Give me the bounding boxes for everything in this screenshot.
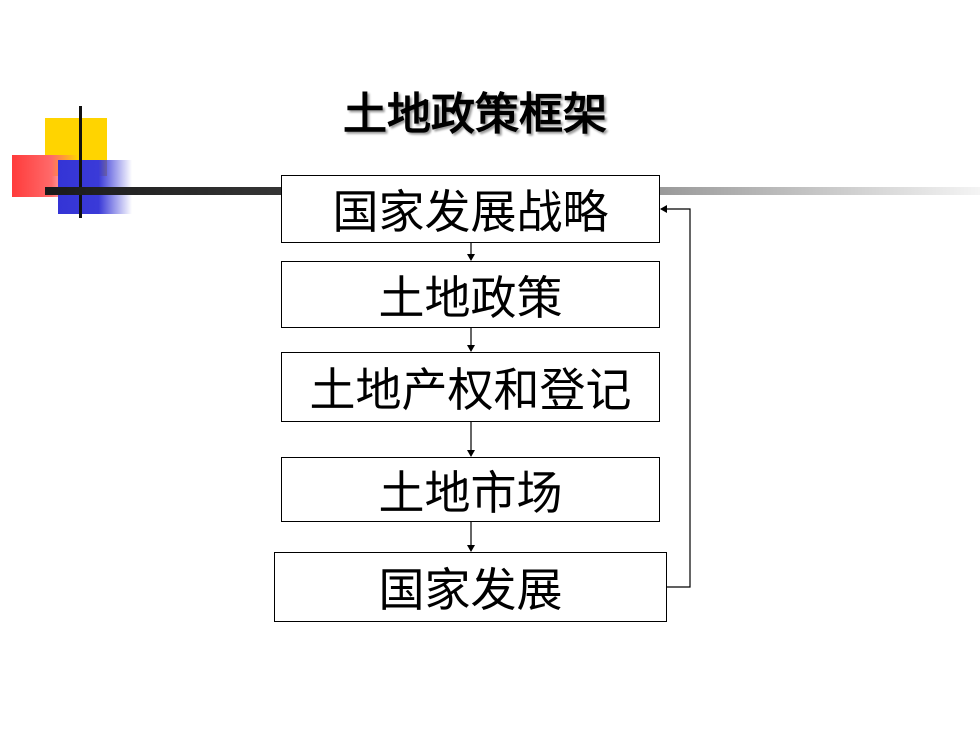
decorative-vertical-rule [79,106,82,218]
box-land-property-registration: 土地产权和登记 [281,352,660,422]
box-label: 国家发展战略 [332,185,609,239]
box-label: 土地政策 [378,270,563,325]
box-national-strategy: 国家发展战略 [281,175,660,243]
feedback-arrow [660,205,691,588]
box-label: 土地产权和登记 [309,363,632,417]
box-label: 土地市场 [378,465,563,520]
box-label: 国家发展 [378,563,563,617]
slide-title: 土地政策框架 [343,89,607,140]
box-land-policy: 土地政策 [281,261,660,328]
box-national-development: 国家发展 [274,552,667,622]
box-land-market: 土地市场 [281,457,660,522]
